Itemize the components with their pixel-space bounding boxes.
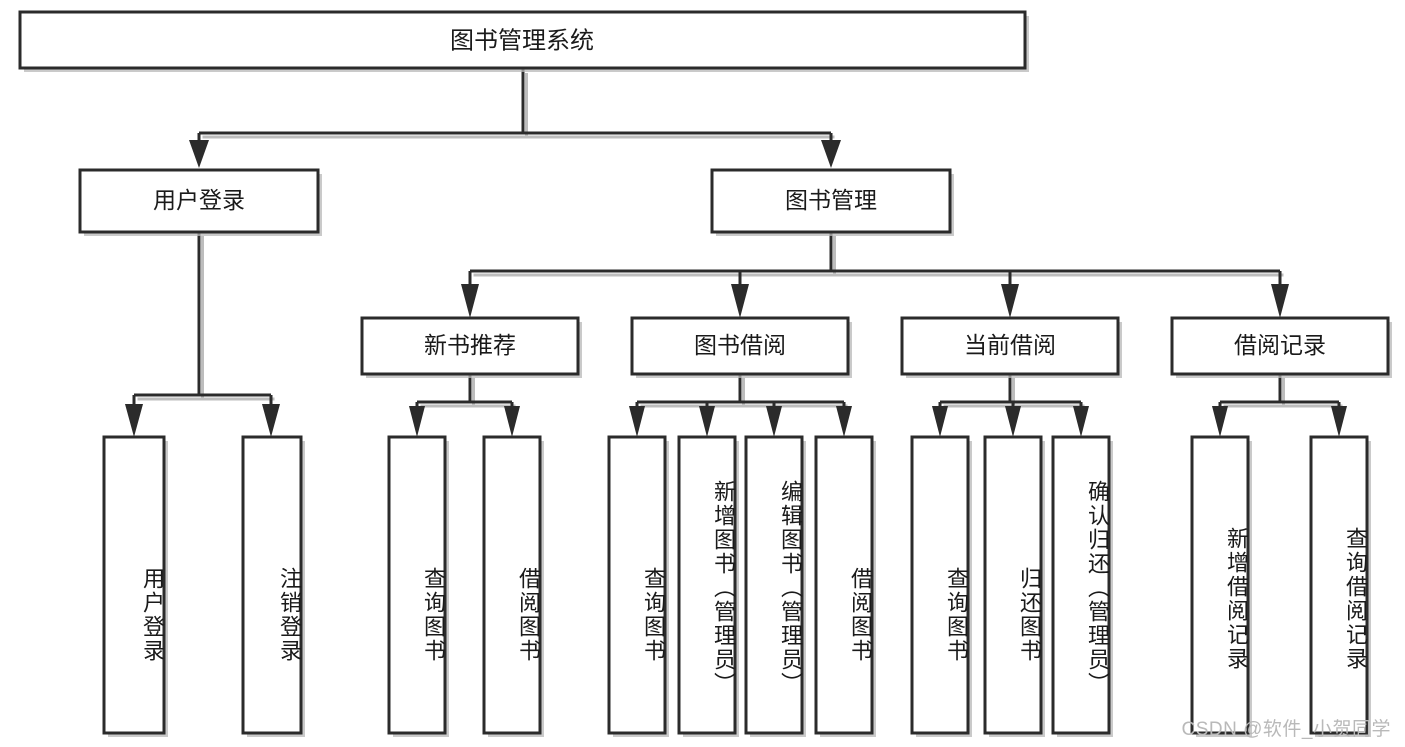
node-label: 图书管理 — [785, 187, 877, 213]
arrow-head-book-manage — [821, 140, 841, 168]
arrow-head-leaf-confirm-return — [1073, 406, 1089, 437]
node-label: 新书推荐 — [424, 332, 516, 358]
node-box — [900, 316, 1120, 376]
connector-group-new-book-recommend — [409, 374, 520, 437]
node-label: 借阅记录 — [1234, 332, 1326, 358]
arrow-head-current-borrow — [1001, 284, 1019, 318]
arrow-head-leaf-edit-book — [766, 406, 782, 437]
leaf-node-borrow-book-2[interactable] — [814, 435, 876, 737]
node-box — [78, 168, 320, 234]
node-box — [1170, 316, 1390, 376]
node-box — [241, 435, 303, 735]
node-box — [18, 10, 1027, 70]
arrow-head-book-borrow — [731, 284, 749, 318]
arrow-head-leaf-query-book-1 — [409, 406, 425, 437]
connector-group-user-login — [125, 232, 280, 437]
node-box — [482, 435, 542, 735]
node-box — [710, 168, 952, 234]
arrow-head-leaf-add-book — [699, 406, 715, 437]
node-new-book-recommend[interactable]: 新书推荐 — [360, 316, 582, 378]
node-box — [744, 435, 804, 735]
leaf-node-borrow-book-1[interactable] — [482, 435, 544, 737]
node-book-manage[interactable]: 图书管理 — [710, 168, 954, 236]
node-box — [102, 435, 166, 735]
connector-group-current-borrow — [932, 374, 1089, 437]
arrow-head-borrow-record — [1271, 284, 1289, 318]
csdn-watermark: CSDN @软件_小贺同学 — [1181, 719, 1391, 740]
leaf-node-add-record[interactable] — [1190, 435, 1252, 737]
node-box — [607, 435, 667, 735]
node-box — [630, 316, 850, 376]
arrow-head-user-login — [189, 140, 209, 168]
arrow-head-leaf-query-book-3 — [932, 406, 948, 437]
node-box — [1309, 435, 1369, 735]
arrow-head-leaf-user-login — [125, 404, 143, 437]
leaf-node-user-logout[interactable] — [241, 435, 305, 737]
node-label: 当前借阅 — [964, 332, 1056, 358]
arrow-head-leaf-borrow-book-2 — [836, 406, 852, 437]
leaf-node-user-login[interactable] — [102, 435, 168, 737]
connector-group-book-manage — [461, 232, 1289, 318]
leaf-node-query-book-2[interactable] — [607, 435, 669, 737]
node-box — [677, 435, 737, 735]
connector-group-book-borrow — [629, 374, 852, 437]
node-book-management-system[interactable]: 图书管理系统 — [18, 10, 1029, 72]
node-label: 图书管理系统 — [450, 27, 594, 54]
node-user-login[interactable]: 用户登录 — [78, 168, 322, 236]
leaf-node-query-book-3[interactable] — [910, 435, 972, 737]
leaf-node-query-book-1[interactable] — [387, 435, 449, 737]
leaf-node-edit-book[interactable] — [744, 435, 806, 737]
arrow-head-leaf-add-record — [1212, 406, 1228, 437]
node-current-borrow[interactable]: 当前借阅 — [900, 316, 1122, 378]
node-box — [387, 435, 447, 735]
leaf-node-return-book[interactable] — [983, 435, 1045, 737]
arrow-head-leaf-user-logout — [262, 404, 280, 437]
node-box — [983, 435, 1043, 735]
connector-group-borrow-record — [1212, 374, 1347, 437]
node-borrow-record[interactable]: 借阅记录 — [1170, 316, 1392, 378]
node-box — [360, 316, 580, 376]
leaf-node-confirm-return[interactable] — [1051, 435, 1113, 737]
node-box — [1051, 435, 1111, 735]
arrow-head-new-book-recommend — [461, 284, 479, 318]
connector-group-root — [189, 68, 841, 168]
arrow-head-leaf-borrow-book-1 — [504, 406, 520, 437]
node-label: 用户登录 — [153, 187, 245, 213]
node-box — [1190, 435, 1250, 735]
node-book-borrow[interactable]: 图书借阅 — [630, 316, 852, 378]
leaf-node-add-book[interactable] — [677, 435, 739, 737]
arrow-head-leaf-query-record — [1331, 406, 1347, 437]
node-box — [910, 435, 970, 735]
node-box — [814, 435, 874, 735]
arrow-head-leaf-return-book — [1005, 406, 1021, 437]
leaf-node-query-record[interactable] — [1309, 435, 1371, 737]
arrow-head-leaf-query-book-2 — [629, 406, 645, 437]
node-label: 图书借阅 — [694, 332, 786, 358]
